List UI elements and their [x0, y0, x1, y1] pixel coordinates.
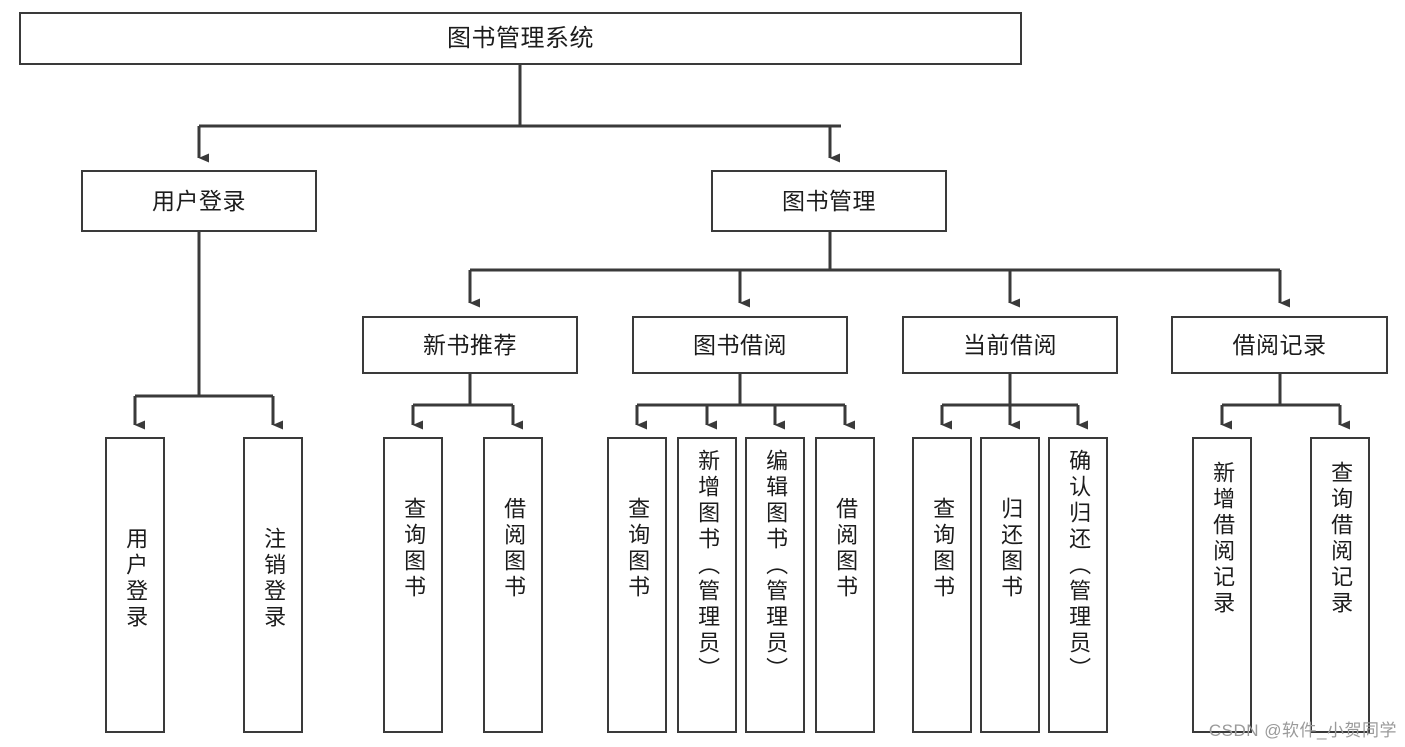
node-leaf-add-record[interactable]: 新增借阅记录	[1192, 437, 1252, 733]
node-leaf-query-book-2[interactable]: 查询图书	[607, 437, 667, 733]
node-leaf-borrow-book-2[interactable]: 借阅图书	[815, 437, 875, 733]
node-label: 图书借阅	[693, 331, 787, 358]
node-leaf-query-record[interactable]: 查询借阅记录	[1310, 437, 1370, 733]
node-label: 图书管理	[782, 187, 876, 214]
node-label: 当前借阅	[963, 331, 1057, 358]
node-label: 归还图书	[998, 497, 1024, 601]
node-label: 借阅记录	[1232, 331, 1327, 358]
node-leaf-logout[interactable]: 注销登录	[243, 437, 303, 733]
node-leaf-add-book[interactable]: 新增图书（管理员）	[677, 437, 737, 733]
node-label: 借阅图书	[833, 497, 859, 601]
node-book-borrow[interactable]: 图书借阅	[632, 316, 848, 374]
node-current-borrow[interactable]: 当前借阅	[902, 316, 1118, 374]
node-label: 查询图书	[625, 497, 651, 601]
csdn-watermark: CSDN @软件_小贺同学	[1208, 721, 1397, 740]
node-leaf-edit-book[interactable]: 编辑图书（管理员）	[745, 437, 805, 733]
node-leaf-query-book-3[interactable]: 查询图书	[912, 437, 972, 733]
node-new-book-recommend[interactable]: 新书推荐	[362, 316, 578, 374]
node-label: 查询借阅记录	[1328, 461, 1354, 617]
node-label: 注销登录	[261, 527, 287, 631]
node-borrow-record[interactable]: 借阅记录	[1171, 316, 1388, 374]
node-label: 新书推荐	[423, 331, 517, 358]
node-label: 新增图书（管理员）	[695, 449, 721, 683]
node-book-management[interactable]: 图书管理	[711, 170, 947, 232]
node-label: 用户登录	[123, 527, 149, 631]
node-label: 图书管理系统	[447, 24, 594, 52]
node-label: 编辑图书（管理员）	[763, 449, 789, 683]
node-label: 确认归还（管理员）	[1066, 449, 1092, 683]
node-leaf-borrow-book-1[interactable]: 借阅图书	[483, 437, 543, 733]
node-root-system[interactable]: 图书管理系统	[19, 12, 1022, 65]
node-leaf-confirm-return[interactable]: 确认归还（管理员）	[1048, 437, 1108, 733]
node-label: 借阅图书	[501, 497, 527, 601]
node-leaf-query-book-1[interactable]: 查询图书	[383, 437, 443, 733]
node-label: 查询图书	[401, 497, 427, 601]
node-label: 查询图书	[930, 497, 956, 601]
node-user-login[interactable]: 用户登录	[81, 170, 317, 232]
node-leaf-return-book[interactable]: 归还图书	[980, 437, 1040, 733]
node-leaf-user-login[interactable]: 用户登录	[105, 437, 165, 733]
node-label: 新增借阅记录	[1210, 461, 1236, 617]
node-label: 用户登录	[152, 187, 246, 214]
